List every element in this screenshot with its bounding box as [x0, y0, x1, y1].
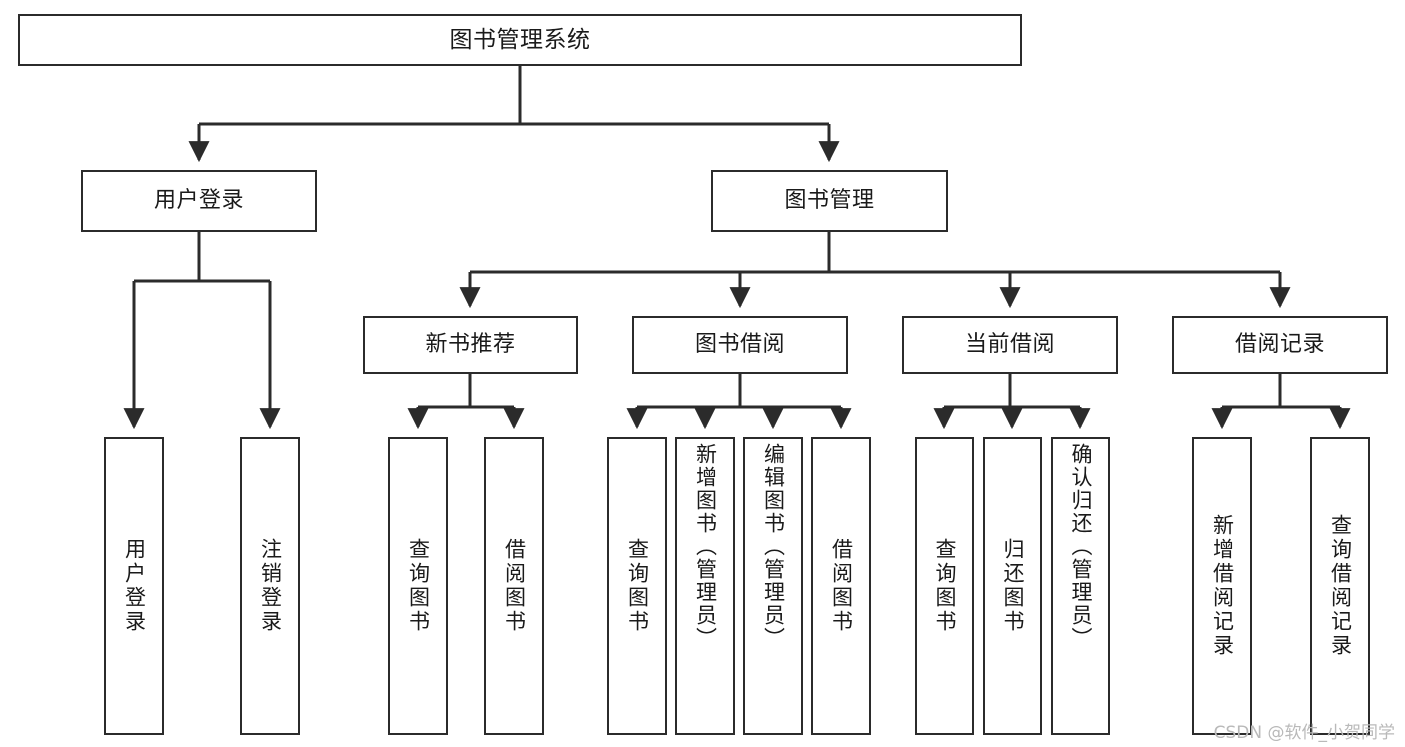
edge-borrowrecord-to-leaves — [1211, 374, 1351, 430]
node-label: 新增借阅记录 — [1210, 514, 1235, 658]
node-label: 用户登录 — [153, 188, 244, 214]
node-borrow-record[interactable]: 借阅记录 — [1172, 316, 1388, 374]
node-leaf-query-book-borrow[interactable]: 查询图书 — [607, 437, 667, 735]
edge-bookmanage-to-level3 — [459, 232, 1291, 309]
node-label: 图书借阅 — [694, 332, 785, 358]
node-label: 查询借阅记录 — [1328, 514, 1353, 658]
node-current-borrow[interactable]: 当前借阅 — [902, 316, 1118, 374]
node-leaf-confirm-return-admin[interactable]: 确认归还（管理员） — [1051, 437, 1110, 735]
node-leaf-query-borrow-record[interactable]: 查询借阅记录 — [1310, 437, 1370, 735]
node-label: 图书管理 — [784, 188, 875, 214]
node-leaf-logout[interactable]: 注销登录 — [240, 437, 300, 735]
node-label: 新增图书（管理员） — [693, 443, 718, 650]
node-leaf-add-book-admin[interactable]: 新增图书（管理员） — [675, 437, 735, 735]
node-label: 确认归还（管理员） — [1069, 443, 1093, 650]
node-book-borrow[interactable]: 图书借阅 — [632, 316, 848, 374]
edge-bookborrow-to-leaves — [626, 374, 852, 430]
node-root-system[interactable]: 图书管理系统 — [18, 14, 1022, 66]
edge-recommend-to-leaves — [407, 374, 525, 430]
node-label: 查询图书 — [625, 538, 650, 634]
node-user-login[interactable]: 用户登录 — [81, 170, 317, 232]
node-leaf-add-borrow-record[interactable]: 新增借阅记录 — [1192, 437, 1252, 735]
node-label: 归还图书 — [1001, 538, 1025, 634]
node-leaf-edit-book-admin[interactable]: 编辑图书（管理员） — [743, 437, 803, 735]
node-label: 注销登录 — [258, 538, 283, 634]
edge-currentborrow-to-leaves — [933, 374, 1091, 430]
node-label: 编辑图书（管理员） — [761, 443, 786, 650]
node-new-book-recommend[interactable]: 新书推荐 — [363, 316, 578, 374]
node-book-manage[interactable]: 图书管理 — [711, 170, 948, 232]
node-label: 查询图书 — [933, 538, 957, 634]
node-label: 用户登录 — [122, 538, 147, 634]
node-label: 借阅记录 — [1234, 332, 1325, 358]
node-leaf-user-login[interactable]: 用户登录 — [104, 437, 164, 735]
node-leaf-query-book-current[interactable]: 查询图书 — [915, 437, 974, 735]
node-label: 借阅图书 — [502, 538, 527, 634]
node-label: 查询图书 — [406, 538, 431, 634]
edge-userlogin-to-leaves — [123, 232, 281, 430]
node-label: 新书推荐 — [425, 332, 516, 358]
node-leaf-borrow-book[interactable]: 借阅图书 — [811, 437, 871, 735]
node-leaf-return-book[interactable]: 归还图书 — [983, 437, 1042, 735]
node-label: 图书管理系统 — [449, 26, 591, 53]
node-leaf-borrow-book-recommend[interactable]: 借阅图书 — [484, 437, 544, 735]
node-label: 当前借阅 — [964, 332, 1055, 358]
node-leaf-query-book-recommend[interactable]: 查询图书 — [388, 437, 448, 735]
edge-root-to-level2 — [188, 66, 840, 163]
node-label: 借阅图书 — [829, 538, 854, 634]
